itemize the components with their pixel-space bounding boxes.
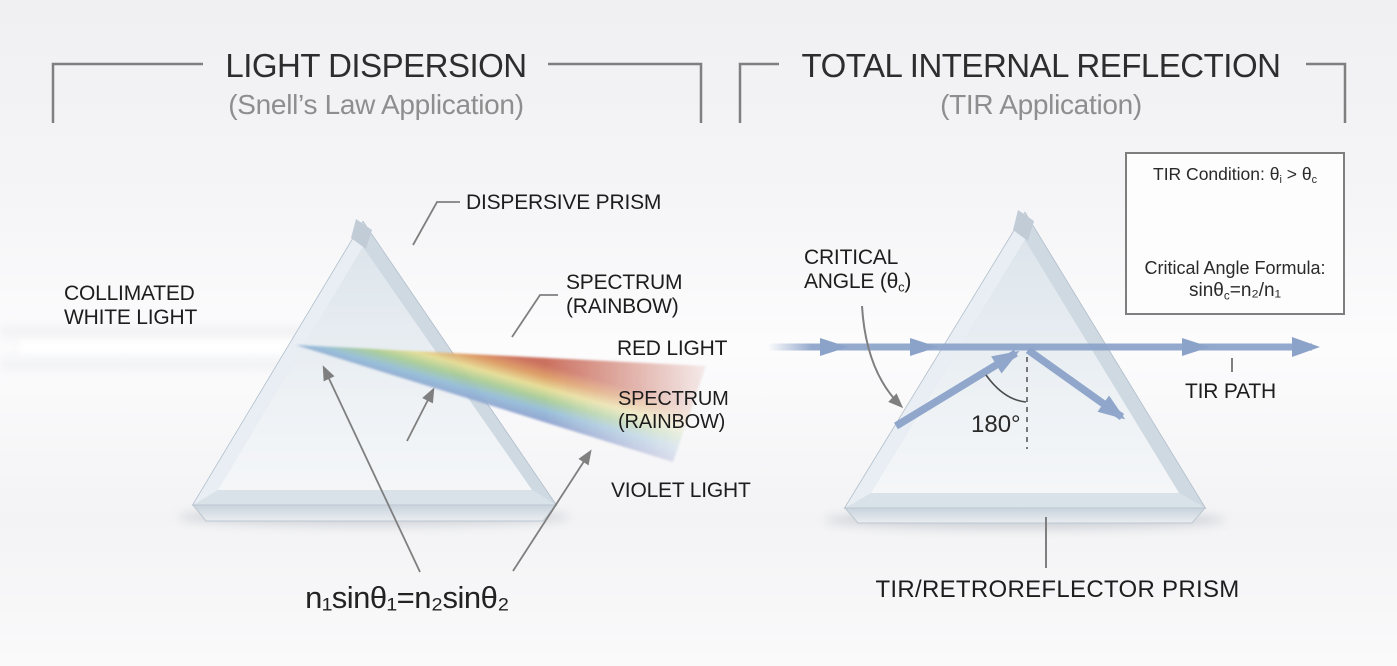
tir-prism-illustration — [825, 210, 1225, 529]
dispersive-prism-label: DISPERSIVE PRISM — [466, 191, 662, 214]
right-prism-base-bevel — [845, 493, 1205, 508]
internal-beam-up — [894, 349, 1020, 430]
collimated-line2: WHITE LIGHT — [64, 305, 198, 329]
right-prism-right-bevel — [1025, 213, 1205, 508]
tir-info-box: TIR Condition: θi > θc Critical Angle Fo… — [1125, 152, 1345, 315]
right-title-bracket — [738, 62, 1347, 123]
angle-180-label: 180° — [971, 411, 1021, 438]
right-prism-apex-facet — [1013, 210, 1034, 241]
snells-law-formula: n₁sinθ₁=n₂sinθ₂ — [305, 580, 509, 615]
angle-arc-180 — [985, 374, 1027, 403]
right-prism-base-slab — [843, 507, 1207, 524]
left-title-bracket — [51, 62, 703, 123]
formula-c-subscript: c — [1223, 289, 1230, 303]
violet-light-label: VIOLET LIGHT — [611, 479, 751, 502]
formula-arrow-to-refraction-point — [322, 365, 421, 573]
dispersive-prism-pointer-line — [412, 201, 460, 246]
theta-c-subscript: c — [1311, 174, 1317, 187]
right-annotations — [861, 305, 1233, 568]
beam-arrowhead-exit — [1292, 337, 1320, 357]
spectrum-upper-line1: SPECTRUM — [566, 271, 683, 294]
right-panel-title: TOTAL INTERNAL REFLECTION — [801, 47, 1281, 84]
red-light-label: RED LIGHT — [617, 337, 728, 360]
critical-angle-curved-arrow — [861, 305, 904, 409]
tir-beam-path — [768, 337, 1320, 449]
collimated-line1: COLLIMATED — [64, 282, 195, 305]
critical-angle-subscript: c — [898, 279, 905, 295]
critical-angle-line1: CRITICAL — [804, 246, 899, 269]
right-prism-face — [871, 240, 1179, 493]
left-prism-left-bevel — [193, 222, 363, 505]
critical-angle-label: CRITICAL ANGLE (θc) — [804, 246, 911, 294]
spectrum-lower-line1: SPECTRUM — [618, 388, 729, 410]
right-prism-left-bevel — [845, 213, 1025, 508]
collimated-white-light-beam — [0, 326, 330, 370]
right-bracket-right — [1306, 62, 1347, 123]
internal-ray-arrow — [406, 387, 435, 442]
tir-condition-text: TIR Condition: θi > θc — [1153, 164, 1317, 187]
spectrum-upper-label: SPECTRUM (RAINBOW) — [566, 271, 682, 319]
left-bracket-left — [51, 62, 203, 123]
beam-arrowhead-1 — [820, 338, 848, 356]
spectrum-beam — [296, 345, 706, 462]
tir-prism-caption: TIR/RETROREFLECTOR PRISM — [875, 576, 1240, 603]
left-annotations — [322, 201, 592, 573]
left-prism-base-slab — [191, 504, 558, 522]
spectrum-upper-line2: (RAINBOW) — [566, 294, 679, 318]
internal-beam-down — [1025, 346, 1126, 421]
spectrum-lower-line2: (RAINBOW) — [618, 410, 726, 433]
spectrum-fan — [296, 345, 706, 462]
beam-core — [20, 340, 302, 353]
critical-angle-line2: ANGLE (θc) — [804, 269, 912, 295]
right-panel-subtitle: (TIR Application) — [940, 89, 1142, 120]
left-panel-title: LIGHT DISPERSION — [225, 47, 527, 84]
spectrum-lower-label: SPECTRUM (RAINBOW) — [618, 388, 729, 434]
beam-arrowhead-2 — [910, 338, 938, 356]
left-bracket-right — [548, 62, 703, 123]
left-panel-subtitle: (Snell’s Law Application) — [228, 89, 524, 120]
left-prism-apex-facet — [351, 219, 372, 249]
right-bracket-left — [738, 62, 779, 123]
collimated-white-light-label: COLLIMATED WHITE LIGHT — [64, 282, 197, 330]
spectrum-upper-pointer-line — [511, 294, 558, 338]
tir-path-label: TIR PATH — [1185, 380, 1276, 403]
theta-i-subscript: i — [1279, 174, 1282, 187]
critical-angle-formula: sinθc=n₂/n₁ — [1188, 280, 1282, 303]
beam-arrowhead-3 — [1182, 338, 1210, 356]
critical-angle-formula-title: Critical Angle Formula: — [1144, 258, 1326, 278]
left-prism-base-bevel — [193, 490, 556, 505]
formula-arrow-to-violet-edge — [512, 449, 592, 572]
